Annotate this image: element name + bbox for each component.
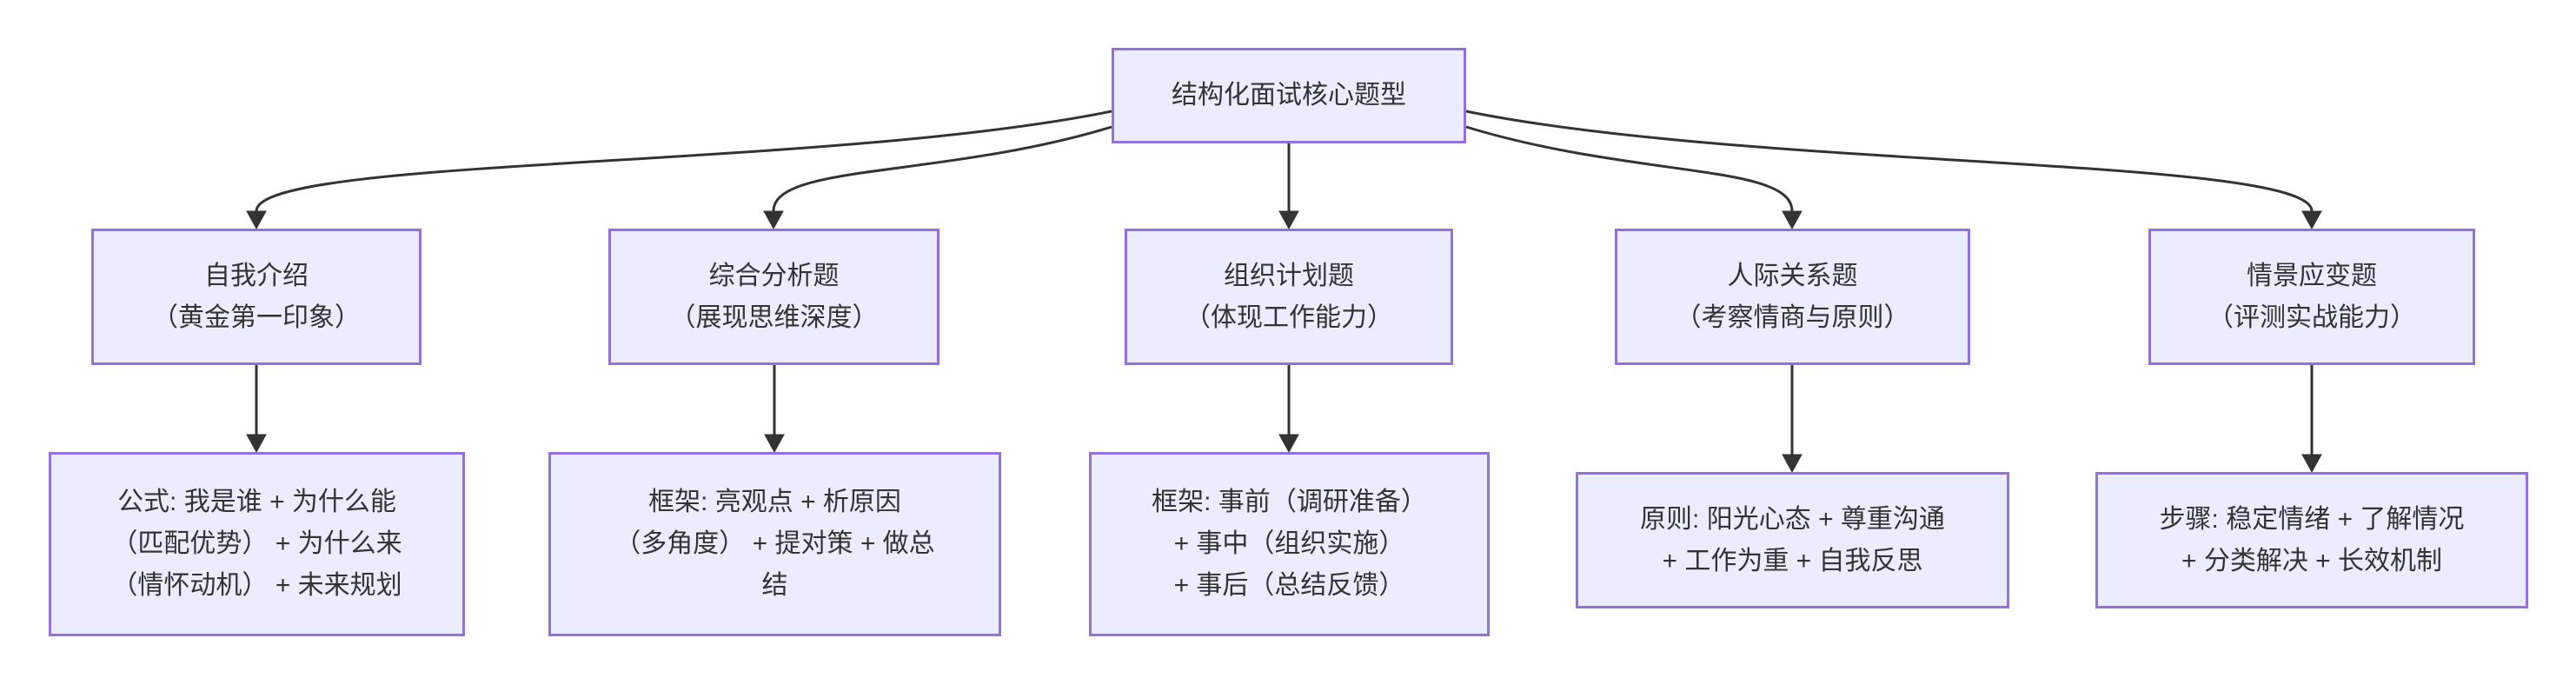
node-text-line: 组织计划题 — [1224, 261, 1354, 290]
node-root: 结构化面试核心题型 — [1112, 48, 1466, 143]
arrowhead-detail-1 — [246, 434, 267, 454]
node-text-line: （考察情商与原则） — [1675, 302, 1910, 332]
arrowhead-detail-2 — [764, 434, 785, 454]
node-text-line: （匹配优势） + 为什么来 — [111, 529, 402, 558]
node-text-line: 框架: 亮观点 + 析原因 — [648, 488, 901, 516]
node-detail-self-intro-formula: 公式: 我是谁 + 为什么能 （匹配优势） + 为什么来 （情怀动机） + 未来… — [49, 452, 465, 636]
arrowhead-branch-4 — [1782, 210, 1803, 230]
node-text-line: （体现工作能力） — [1185, 302, 1393, 332]
node-text-line: （多角度） + 提对策 + 做总 — [614, 529, 935, 558]
node-text-line: + 分类解决 + 长效机制 — [2181, 546, 2443, 575]
node-branch-situational-response: 情景应变题 （评测实战能力） — [2148, 229, 2475, 365]
node-text-line: 人际关系题 — [1727, 261, 1858, 290]
arrowhead-detail-3 — [1278, 434, 1299, 454]
node-text-line: + 事中（组织实施） — [1173, 529, 1405, 558]
node-detail-response-steps: 步骤: 稳定情绪 + 了解情况 + 分类解决 + 长效机制 — [2095, 472, 2528, 608]
edge-root-to-branch-5 — [1465, 110, 2314, 212]
node-detail-relations-principles: 原则: 阳光心态 + 尊重沟通 + 工作为重 + 自我反思 — [1576, 472, 2009, 608]
node-detail-planning-framework: 框架: 事前（调研准备） + 事中（组织实施） + 事后（总结反馈） — [1089, 452, 1490, 636]
arrowhead-branch-5 — [2301, 210, 2322, 230]
node-text-line: 步骤: 稳定情绪 + 了解情况 — [2159, 504, 2465, 534]
arrowhead-branch-1 — [246, 210, 267, 230]
node-text-line: + 事后（总结反馈） — [1173, 571, 1405, 600]
edge-root-to-branch-2 — [772, 125, 1112, 212]
arrowhead-detail-4 — [1782, 454, 1803, 474]
node-text-line: 情景应变题 — [2247, 261, 2377, 290]
edge-root-to-branch-1 — [255, 110, 1112, 212]
edge-root-to-branch-4 — [1465, 125, 1794, 212]
arrowhead-branch-2 — [763, 210, 784, 230]
node-text-line: （情怀动机） + 未来规划 — [111, 571, 402, 600]
node-text-line: 结 — [761, 571, 788, 600]
node-text-line: 公式: 我是谁 + 为什么能 — [117, 488, 396, 516]
node-text-line: + 工作为重 + 自我反思 — [1662, 546, 1923, 575]
node-text-line: 自我介绍 — [204, 261, 309, 290]
node-text-line: （评测实战能力） — [2208, 302, 2416, 332]
arrowhead-branch-3 — [1278, 210, 1299, 230]
node-branch-organization-planning: 组织计划题 （体现工作能力） — [1125, 229, 1453, 365]
node-text-line: 结构化面试核心题型 — [1172, 81, 1406, 110]
node-detail-analysis-framework: 框架: 亮观点 + 析原因 （多角度） + 提对策 + 做总 结 — [548, 452, 1001, 636]
node-branch-interpersonal-relations: 人际关系题 （考察情商与原则） — [1615, 229, 1970, 365]
node-branch-self-intro: 自我介绍 （黄金第一印象） — [91, 229, 422, 365]
node-text-line: 框架: 事前（调研准备） — [1152, 488, 1427, 516]
arrowhead-detail-5 — [2301, 454, 2322, 474]
node-text-line: （黄金第一印象） — [152, 302, 361, 332]
node-text-line: 综合分析题 — [708, 261, 840, 290]
node-text-line: （展现思维深度） — [669, 302, 879, 332]
node-branch-comprehensive-analysis: 综合分析题 （展现思维深度） — [608, 229, 939, 365]
node-text-line: 原则: 阳光心态 + 尊重沟通 — [1640, 504, 1945, 534]
